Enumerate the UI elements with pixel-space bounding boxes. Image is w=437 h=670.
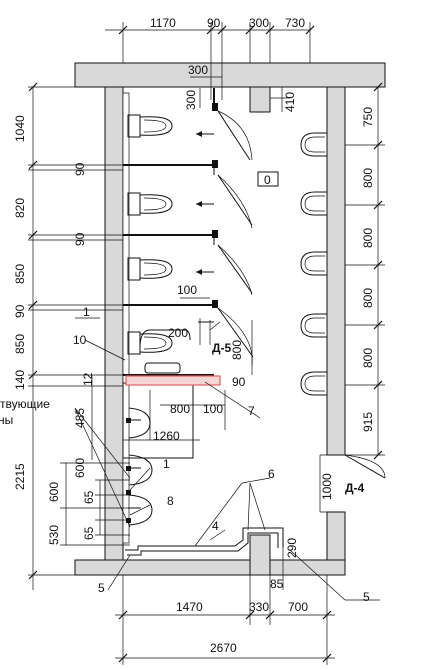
callout-5b: 5 bbox=[363, 590, 370, 604]
callout-5a: 5 bbox=[98, 581, 105, 595]
leaders bbox=[74, 317, 380, 601]
callout-6: 6 bbox=[268, 467, 275, 481]
dim-inner-485: 485 bbox=[73, 408, 87, 428]
dim-inner-100b: 100 bbox=[203, 402, 223, 416]
dim-right-750: 750 bbox=[361, 107, 375, 127]
dim-right-800d: 800 bbox=[361, 348, 375, 368]
outlets bbox=[196, 131, 214, 323]
dim-bottom-290: 290 bbox=[285, 538, 299, 558]
callout-1a: 1 bbox=[83, 305, 90, 319]
dim-texts-right: 750 800 800 800 800 915 1000 bbox=[320, 107, 375, 500]
dim-inner-100a: 100 bbox=[177, 283, 197, 297]
stall-partitions bbox=[123, 88, 218, 376]
dim-inner-800-vert: 800 bbox=[230, 340, 244, 360]
side-text-2: ны bbox=[0, 413, 13, 427]
dim-bottom-330: 330 bbox=[249, 600, 269, 614]
dim-right-915: 915 bbox=[361, 412, 375, 432]
dim-left-65a: 65 bbox=[82, 490, 96, 504]
dim-bottom-1470: 1470 bbox=[176, 600, 203, 614]
dim-right-800b: 800 bbox=[361, 228, 375, 248]
room-label-d4: Д-4 bbox=[345, 481, 365, 495]
callout-1b: 1 bbox=[163, 457, 170, 471]
dim-texts-inner: 100 200 800 800 100 1260 485 600 90 12 bbox=[73, 283, 246, 478]
dim-inner-600: 600 bbox=[73, 458, 87, 478]
dim-right-1000: 1000 bbox=[320, 473, 334, 500]
dim-top-300c: 300 bbox=[184, 90, 198, 110]
dim-top-1170: 1170 bbox=[150, 16, 176, 30]
urinal-3 bbox=[300, 251, 327, 276]
urinals bbox=[300, 132, 327, 396]
room-label-d5: Д-5 bbox=[212, 341, 232, 355]
door-tag-box bbox=[257, 171, 279, 187]
dim-top-300: 300 bbox=[249, 16, 269, 30]
dim-left-90a: 90 bbox=[73, 162, 87, 176]
dim-inner-1260: 1260 bbox=[153, 429, 180, 443]
dim-top-300b: 300 bbox=[188, 63, 208, 77]
callout-7: 7 bbox=[248, 404, 255, 418]
dim-inner-800-horiz: 800 bbox=[170, 402, 190, 416]
dim-inner-200: 200 bbox=[168, 326, 188, 340]
dim-inner-90: 90 bbox=[232, 375, 246, 389]
dim-bottom-85: 85 bbox=[270, 577, 284, 591]
dim-left-850a: 850 bbox=[13, 264, 27, 284]
dim-top-90: 90 bbox=[207, 16, 221, 30]
dim-texts-bottom: 1470 330 700 2670 85 290 bbox=[176, 538, 308, 655]
toilet-3 bbox=[127, 257, 173, 281]
dim-left-90c: 90 bbox=[13, 304, 27, 318]
dim-texts-left: 1040 90 820 90 850 90 850 140 2215 600 6… bbox=[13, 115, 96, 545]
dim-left-2215: 2215 bbox=[13, 463, 27, 490]
stall-doors bbox=[217, 110, 386, 479]
sinks bbox=[122, 382, 194, 526]
urinal-5 bbox=[300, 371, 327, 396]
dim-right-800a: 800 bbox=[361, 168, 375, 188]
callout-10: 10 bbox=[73, 333, 87, 347]
urinal-4 bbox=[300, 313, 327, 338]
outer-walls bbox=[74, 62, 386, 576]
callout-8: 8 bbox=[167, 494, 174, 508]
dim-texts-top: 1170 90 300 730 300 300 410 bbox=[150, 16, 305, 112]
dim-bottom-700: 700 bbox=[288, 600, 308, 614]
toilet-4 bbox=[127, 331, 173, 355]
dim-left-820: 820 bbox=[13, 198, 27, 218]
dim-left-140: 140 bbox=[13, 370, 27, 390]
dim-left-1040: 1040 bbox=[13, 115, 27, 142]
dim-right-800c: 800 bbox=[361, 288, 375, 308]
toilets bbox=[127, 114, 173, 355]
dim-top-410: 410 bbox=[283, 92, 297, 112]
dim-left-65b: 65 bbox=[82, 526, 96, 540]
pipes bbox=[125, 527, 284, 556]
dim-inner-12: 12 bbox=[81, 372, 95, 386]
dim-left-90b: 90 bbox=[73, 232, 87, 246]
callout-numbers: 1 10 7 1 8 6 4 5 5 bbox=[73, 305, 370, 604]
dim-left-600: 600 bbox=[47, 482, 61, 502]
trough bbox=[125, 329, 221, 386]
dim-left-530: 530 bbox=[47, 525, 61, 545]
dim-top-730: 730 bbox=[285, 16, 305, 30]
urinal-2 bbox=[300, 191, 327, 216]
urinal-1 bbox=[300, 132, 327, 157]
toilet-1 bbox=[127, 114, 173, 138]
dim-left-850b: 850 bbox=[13, 334, 27, 354]
door-tag: 0 bbox=[264, 173, 271, 187]
dim-ticks bbox=[28, 25, 383, 663]
toilet-2 bbox=[127, 192, 173, 216]
side-text-1: ствующие bbox=[0, 397, 50, 411]
callout-4: 4 bbox=[212, 519, 219, 533]
dim-bottom-2670: 2670 bbox=[210, 641, 237, 655]
